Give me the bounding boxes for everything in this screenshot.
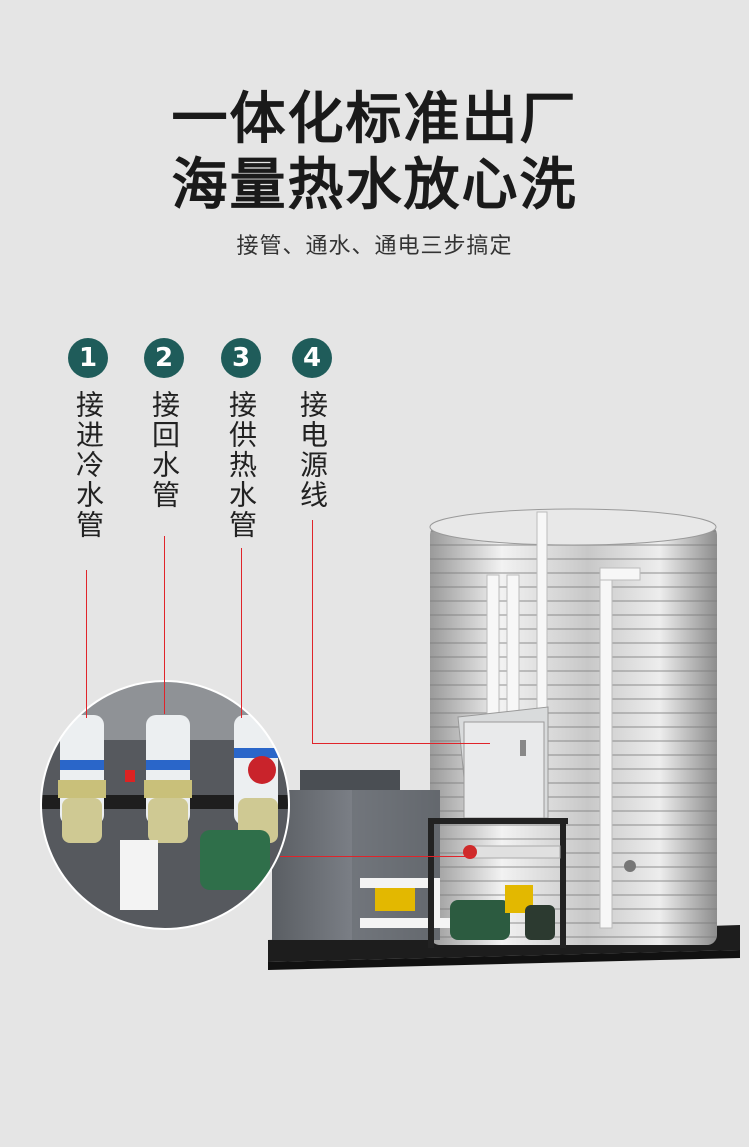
heat-pump-unit bbox=[272, 770, 450, 940]
step-2-label: 接回水管 bbox=[148, 390, 181, 510]
stainless-tank bbox=[429, 508, 717, 945]
step-4-label: 接电源线 bbox=[296, 390, 329, 510]
step-3: 3 接供热水管 bbox=[219, 338, 263, 540]
pump-frame bbox=[428, 818, 568, 948]
step-1-number: 1 bbox=[68, 338, 108, 378]
step-3-number: 3 bbox=[221, 338, 261, 378]
step-1-label: 接进冷水管 bbox=[72, 390, 105, 540]
leader-line-inset bbox=[280, 856, 475, 857]
headline-line-1: 一体化标准出厂 bbox=[171, 87, 578, 152]
control-box bbox=[457, 706, 549, 819]
leader-line-4-horizontal bbox=[312, 743, 490, 744]
headline-line-2: 海量热水放心洗 bbox=[171, 153, 578, 218]
magnified-inset bbox=[40, 680, 290, 930]
leader-line-2 bbox=[164, 536, 165, 714]
step-4: 4 接电源线 bbox=[290, 338, 334, 510]
leader-line-1 bbox=[86, 570, 87, 718]
subtitle: 接管、通水、通电三步搞定 bbox=[236, 234, 513, 259]
leader-line-3 bbox=[241, 548, 242, 718]
step-2: 2 接回水管 bbox=[142, 338, 186, 510]
step-1: 1 接进冷水管 bbox=[66, 338, 110, 540]
leader-line-4 bbox=[312, 520, 313, 744]
step-3-label: 接供热水管 bbox=[225, 390, 258, 540]
step-2-number: 2 bbox=[144, 338, 184, 378]
step-4-number: 4 bbox=[292, 338, 332, 378]
